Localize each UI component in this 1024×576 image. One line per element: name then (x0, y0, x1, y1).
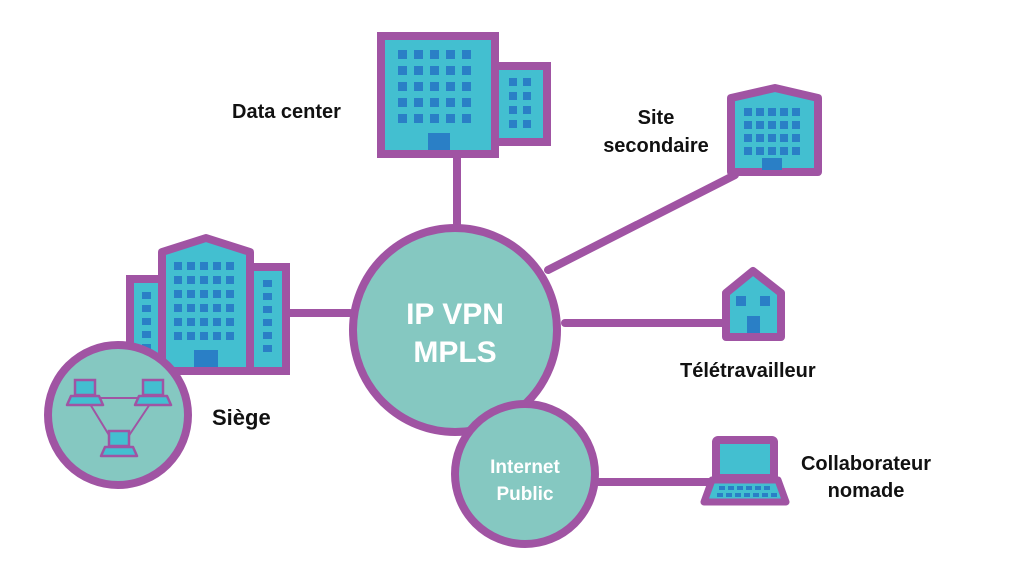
hub-label-line2: MPLS (413, 336, 496, 369)
hq-building-icon (126, 234, 290, 375)
hub-label-line1: IP VPN (406, 298, 504, 331)
lan-laptop-icon-right (133, 378, 173, 407)
secondary-site-building-icon (727, 84, 822, 176)
teleworker-house-icon (722, 267, 785, 341)
internet-label-line2: Public (496, 484, 553, 505)
nomad-label-line1: Collaborateur (801, 453, 931, 475)
hub-ip-vpn-mpls: IP VPN MPLS (349, 224, 561, 436)
nomad-laptop-icon (700, 436, 790, 506)
internet-label-line1: Internet (490, 457, 560, 478)
hq-label: Siège (212, 405, 271, 430)
hq-lan-circle (44, 341, 192, 489)
datacenter-building-icon (377, 32, 551, 158)
nomad-label-line2: nomade (828, 480, 905, 502)
datacenter-label: Data center (232, 101, 341, 123)
lan-laptop-icon-bottom (99, 429, 139, 458)
teleworker-label: Télétravailleur (680, 360, 816, 382)
internet-public-node: Internet Public (451, 400, 599, 548)
lan-laptop-icon-left (65, 378, 105, 407)
link-secondary (544, 171, 739, 274)
secondary-site-label-line2: secondaire (603, 135, 709, 157)
secondary-site-label-line1: Site (638, 107, 675, 129)
